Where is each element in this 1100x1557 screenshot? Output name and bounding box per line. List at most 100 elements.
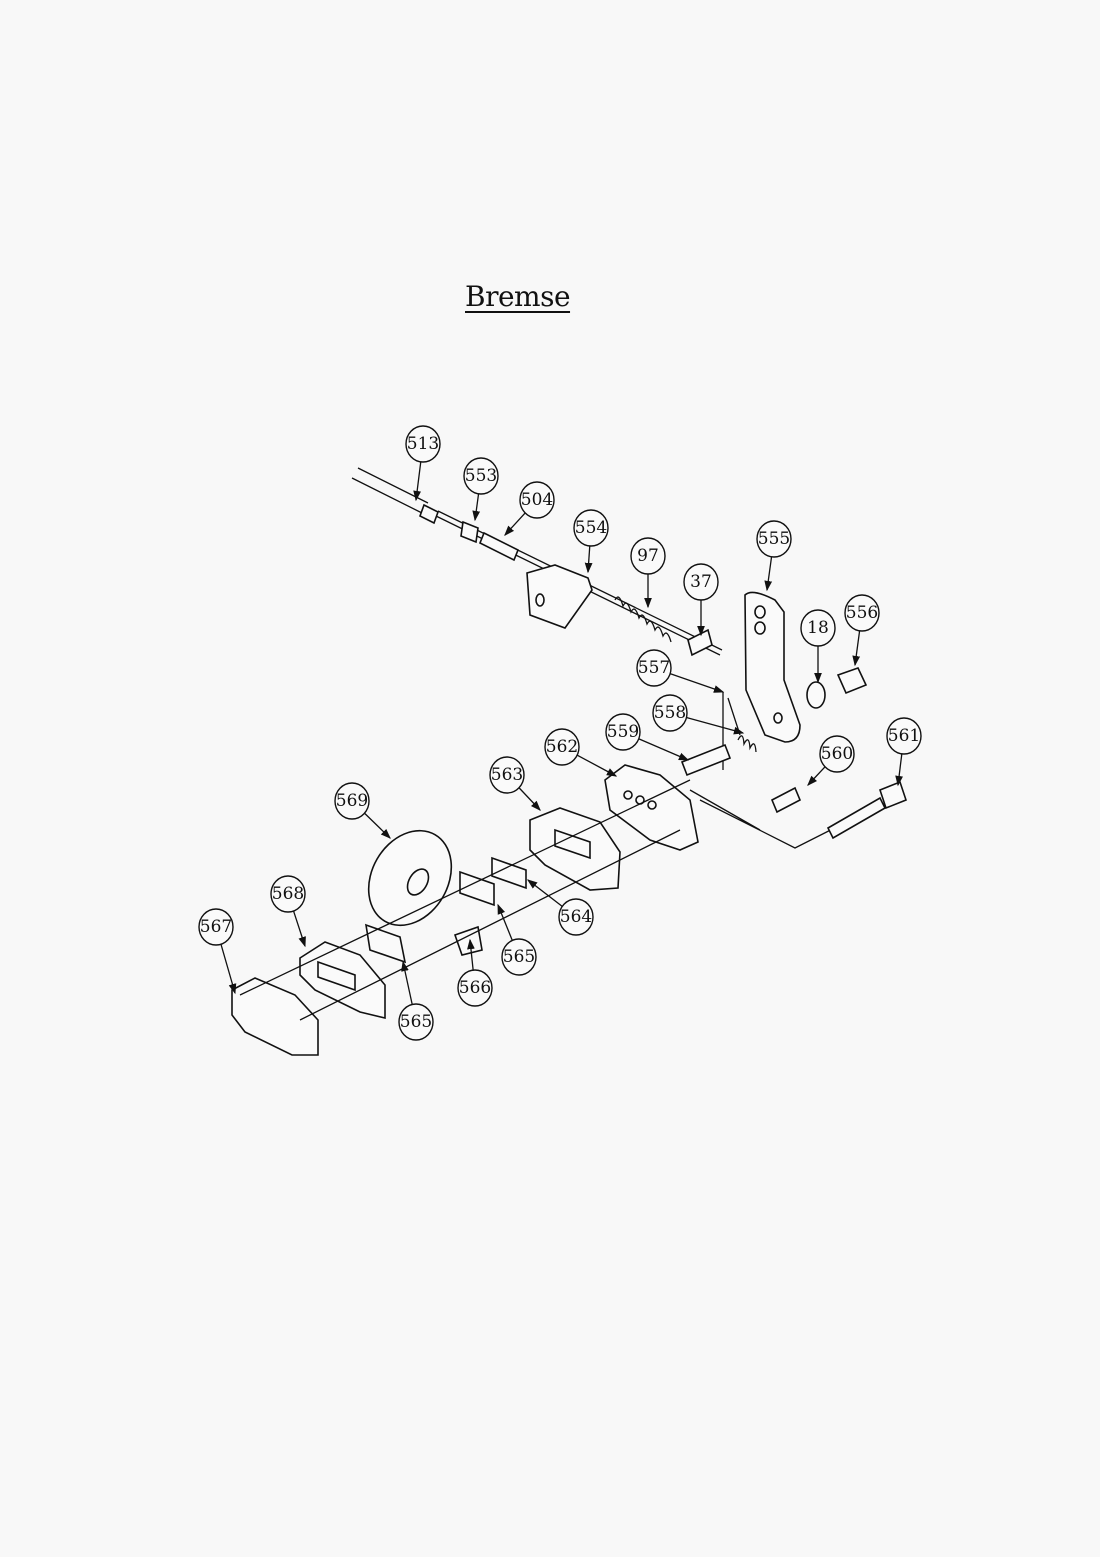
- callout-label: 565: [400, 1012, 432, 1032]
- leader-line: [807, 765, 826, 786]
- callout-label: 566: [459, 978, 491, 998]
- callout-label: 37: [690, 572, 712, 592]
- callout-557: 557: [636, 649, 725, 693]
- callout-circle: [544, 728, 580, 766]
- callout-label: 504: [521, 490, 553, 510]
- callout-circle: [398, 1003, 434, 1041]
- bolt-561: [826, 780, 907, 840]
- callout-label: 559: [607, 722, 639, 742]
- callout-circle: [270, 875, 306, 913]
- spring-558: [737, 735, 757, 753]
- leader-line: [764, 555, 773, 592]
- callout-label: 557: [638, 658, 670, 678]
- callout-label: 561: [888, 726, 920, 746]
- clamp-37: [687, 628, 713, 657]
- leader-line: [518, 786, 541, 811]
- leader-line: [472, 492, 481, 522]
- callout-circle: [573, 509, 609, 547]
- plate-567: [231, 977, 319, 1056]
- lever-hole: [754, 605, 766, 619]
- callout-561: 561: [886, 717, 922, 787]
- diagram-title: Bremse: [465, 280, 571, 313]
- callout-label: 568: [272, 884, 304, 904]
- callout-513: 513: [405, 425, 441, 502]
- spacer-window: [554, 828, 591, 860]
- callout-label: 18: [807, 618, 829, 638]
- callout-circle: [519, 481, 555, 519]
- callout-555: 555: [756, 520, 792, 592]
- leader-line: [852, 629, 861, 667]
- disc-spline: [406, 868, 430, 896]
- callout-circle: [558, 898, 594, 936]
- callout-label: 513: [407, 434, 439, 454]
- callout-label: 558: [654, 703, 686, 723]
- callout-label: 554: [575, 518, 607, 538]
- callout-558: 558: [652, 694, 745, 735]
- callout-554: 554: [573, 509, 609, 574]
- callout-label: 97: [637, 546, 659, 566]
- callout-556: 556: [844, 594, 880, 667]
- leader-line: [292, 909, 306, 948]
- cable-end-sleeve: [419, 503, 439, 525]
- callout-label: 563: [491, 765, 523, 785]
- adjuster-thread-504: [478, 531, 520, 562]
- callout-564: 564: [526, 879, 594, 936]
- callout-568: 568: [270, 875, 306, 948]
- callout-label: 555: [758, 529, 790, 549]
- callout-label: 556: [846, 603, 878, 623]
- leader-line: [526, 879, 563, 908]
- pad-565: [459, 870, 495, 907]
- callout-569: 569: [334, 782, 391, 839]
- leader-line: [686, 716, 745, 735]
- lever-555: [744, 591, 801, 743]
- callout-504: 504: [504, 481, 555, 536]
- leader-line: [220, 943, 237, 995]
- callout-label: 567: [200, 917, 232, 937]
- leader-line: [895, 752, 903, 787]
- bracket-554: [526, 564, 593, 629]
- adjuster-nut-553: [460, 520, 479, 544]
- callout-567: 567: [198, 908, 237, 995]
- callout-circle: [636, 649, 672, 687]
- callout-circle: [844, 594, 880, 632]
- pad-565-lower: [364, 923, 407, 964]
- caliper-hole: [623, 790, 633, 800]
- sleeve-560: [770, 786, 802, 814]
- leader-line: [576, 754, 618, 777]
- leader-line: [584, 544, 593, 574]
- leader-line: [467, 938, 475, 972]
- nut-556: [836, 667, 868, 695]
- callout-566: 566: [457, 938, 493, 1007]
- callout-circle: [457, 969, 493, 1007]
- callout-562: 562: [544, 728, 618, 777]
- callout-circle: [886, 717, 922, 755]
- callout-circle: [652, 694, 688, 732]
- callout-circle: [819, 735, 855, 773]
- callout-circle: [683, 563, 719, 601]
- callout-563: 563: [489, 756, 541, 811]
- leader-line: [504, 512, 527, 536]
- callout-circle: [800, 609, 836, 647]
- spring-97: [614, 596, 672, 643]
- callout-label: 553: [465, 466, 497, 486]
- callout-circle: [630, 537, 666, 575]
- callout-37: 37: [683, 563, 719, 637]
- callout-label: 564: [560, 907, 592, 927]
- threaded-pin-559: [680, 743, 732, 777]
- plate-window: [317, 960, 356, 992]
- caliper-hole: [647, 800, 657, 810]
- callout-97: 97: [630, 537, 666, 609]
- callout-553: 553: [463, 457, 499, 522]
- leader-line: [401, 960, 414, 1006]
- washer-18: [806, 681, 826, 709]
- leader-line: [669, 672, 725, 693]
- callout-18: 18: [800, 609, 836, 684]
- assembly-axis: [239, 779, 691, 1021]
- callout-560: 560: [807, 735, 855, 786]
- lever-hole: [773, 712, 783, 724]
- callout-label: 569: [336, 791, 368, 811]
- leader-line: [497, 903, 514, 942]
- callout-circle: [501, 938, 537, 976]
